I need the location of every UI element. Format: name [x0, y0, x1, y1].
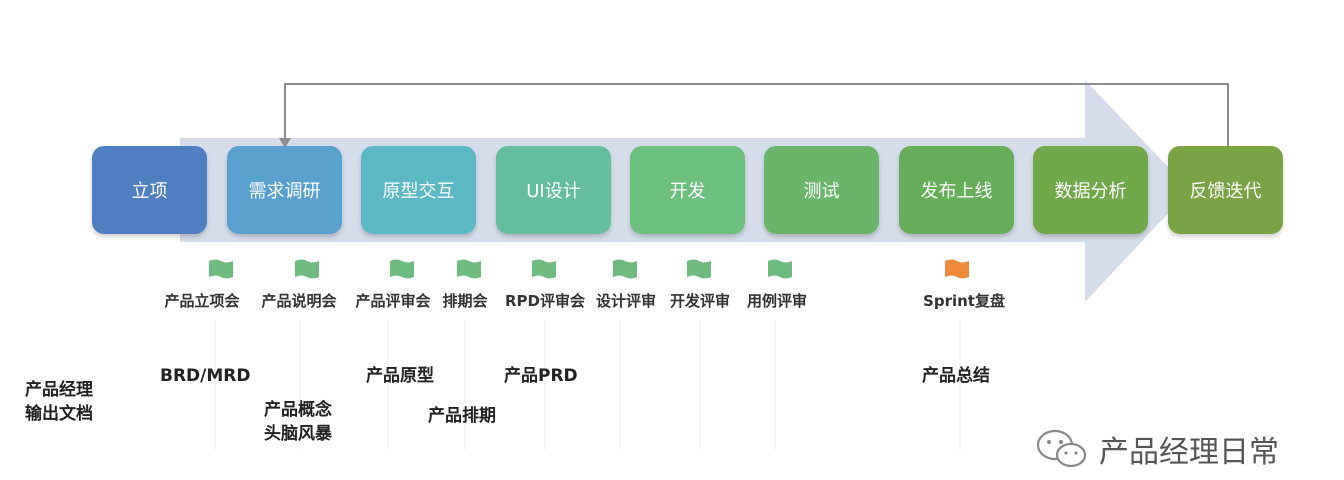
stage-testing: 测试	[764, 146, 879, 234]
flag-icon	[613, 259, 637, 279]
doc-product-prd: 产品PRD	[504, 366, 578, 386]
flag-icon	[209, 259, 233, 279]
stage-ui-design: UI设计	[496, 146, 611, 234]
meeting-label: 产品说明会	[261, 292, 337, 310]
meeting-label: 设计评审	[595, 292, 657, 310]
meeting-label: 用例评审	[746, 292, 808, 310]
flag-icon	[295, 259, 319, 279]
stage-development: 开发	[630, 146, 745, 234]
flag-icon	[532, 259, 556, 279]
doc-product-concept: 产品概念 头脑风暴	[264, 398, 332, 446]
doc-product-prototype: 产品原型	[366, 366, 434, 386]
stage-release: 发布上线	[899, 146, 1014, 234]
stage-label: 立项	[131, 181, 168, 202]
meeting-label: 排期会	[442, 292, 488, 310]
flag-icon	[768, 259, 792, 279]
stage-data-analysis: 数据分析	[1033, 146, 1148, 234]
pm-output-docs-label: 产品经理 输出文档	[25, 378, 93, 426]
stage-label: 需求调研	[248, 181, 321, 202]
meeting-label: 产品评审会	[355, 292, 431, 310]
stage-feedback-iteration: 反馈迭代	[1168, 146, 1283, 234]
stage-label: 反馈迭代	[1189, 181, 1262, 202]
feedback-loop-line	[284, 83, 1229, 146]
stage-label: 数据分析	[1054, 181, 1127, 202]
guide-lines	[214, 320, 961, 450]
doc-product-summary: 产品总结	[922, 366, 990, 386]
stage-prototype-interaction: 原型交互	[361, 146, 476, 234]
meeting-label: 产品立项会	[164, 292, 240, 310]
side-label-line: 输出文档	[25, 404, 93, 424]
flag-icon	[390, 259, 414, 279]
stage-label: 开发	[669, 181, 706, 202]
flag-icon	[457, 259, 481, 279]
flag-icon	[687, 259, 711, 279]
stage-label: UI设计	[526, 181, 581, 202]
side-label-line: 产品经理	[25, 380, 93, 400]
doc-line: 头脑风暴	[264, 424, 332, 444]
stage-requirements-research: 需求调研	[227, 146, 342, 234]
doc-brd-mrd: BRD/MRD	[160, 366, 251, 386]
feedback-loop-arrowhead	[279, 138, 291, 148]
doc-product-schedule: 产品排期	[428, 406, 496, 426]
doc-line: 产品概念	[264, 400, 332, 420]
watermark: 产品经理日常	[1035, 424, 1279, 474]
watermark-text: 产品经理日常	[1099, 435, 1279, 470]
stage-label: 发布上线	[920, 181, 993, 202]
meeting-label: Sprint复盘	[923, 292, 1005, 310]
stage-project-initiation: 立项	[92, 146, 207, 234]
stage-label: 原型交互	[382, 181, 455, 202]
stage-label: 测试	[803, 181, 840, 202]
wechat-icon	[1036, 429, 1087, 468]
meeting-label: 开发评审	[669, 292, 731, 310]
flag-icon	[945, 259, 969, 279]
meeting-label: RPD评审会	[505, 292, 585, 310]
